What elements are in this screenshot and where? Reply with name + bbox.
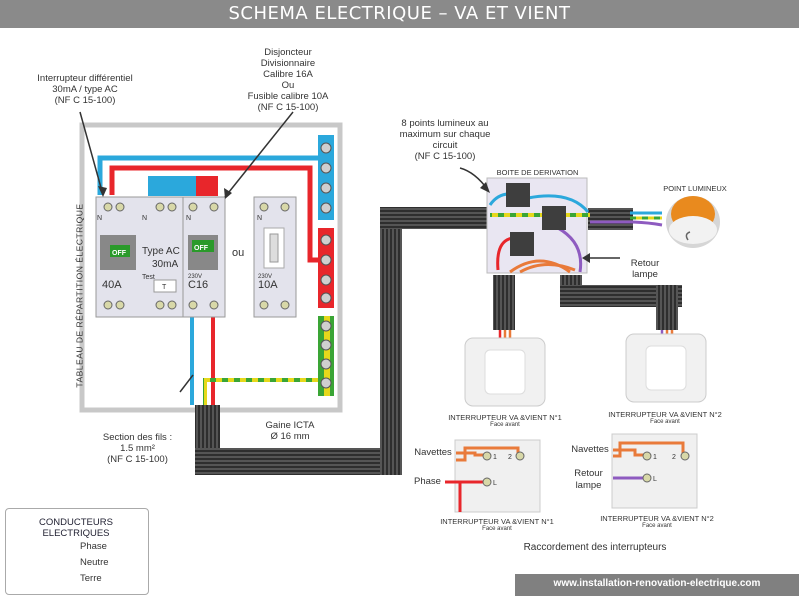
retour-label-2: lampe <box>632 269 658 280</box>
gaine-label-1: Gaine ICTA <box>265 420 315 431</box>
breaker-note-2: Divisionnaire <box>260 58 316 69</box>
wire-connector-1 <box>506 183 530 207</box>
w1-terminal-1: 1 <box>493 454 497 461</box>
rcd-type-label: Type AC <box>142 246 180 257</box>
fuse-n: N <box>257 215 263 222</box>
wiring-1-face: Face avant <box>482 526 512 532</box>
legend-box <box>5 508 149 595</box>
rcd-sensitivity: 30mA <box>152 259 179 270</box>
retour-wiring-1: Retour <box>574 468 603 479</box>
breaker-voltage: 230V <box>188 274 203 280</box>
switch-1-face: Face avant <box>490 422 520 428</box>
breaker-off: OFF <box>194 245 208 252</box>
w2-terminal-l: L <box>653 476 657 483</box>
rcd-note-1: Interrupteur différentiel <box>37 73 133 84</box>
neutral-terminal-strip <box>318 135 334 220</box>
junction-box <box>486 177 588 274</box>
fuse-voltage: 230V <box>258 274 273 280</box>
phase-terminal-strip <box>318 228 334 308</box>
breaker-note-3: Calibre 16A <box>263 69 313 80</box>
wire-connector-2 <box>542 206 566 230</box>
phase-wire-rcd <box>109 165 325 263</box>
rcd-t: T <box>162 284 167 291</box>
retour-label-1: Retour <box>630 258 660 269</box>
breaker-n: N <box>186 215 192 222</box>
footer-bar <box>515 574 799 596</box>
rcd-note-2: 30mA / type AC <box>52 84 118 95</box>
or-label: ou <box>232 247 245 259</box>
breaker-note-1: Disjoncteur <box>264 47 312 58</box>
switch-2-caption: INTERRUPTEUR VA &VIENT N°2 <box>608 410 722 419</box>
section-note-2: 1.5 mm² <box>120 443 155 454</box>
rcd-rating: 40A <box>102 279 122 291</box>
w2-terminal-1: 1 <box>653 454 657 461</box>
icta-conduit-horizontal <box>195 448 402 475</box>
icta-conduit-riser <box>380 207 402 475</box>
retour-wiring-2: lampe <box>575 480 602 491</box>
earth-terminal-strip <box>318 316 334 396</box>
switch-2-face: Face avant <box>650 419 680 425</box>
earth-wire-panel <box>203 378 325 405</box>
wiring-1-caption: INTERRUPTEUR VA &VIENT N°1 <box>440 517 554 526</box>
icta-conduit-to-box <box>380 207 487 229</box>
icta-conduit-to-light <box>588 208 633 230</box>
phase-label: Phase <box>414 476 441 487</box>
rcd-note-3: (NF C 15-100) <box>54 95 116 106</box>
w1-terminal-l: L <box>493 480 497 487</box>
icta-conduit-switch1 <box>493 275 515 330</box>
breaker-note-4: Ou <box>281 80 295 91</box>
title-bar <box>0 0 799 28</box>
icta-conduit-switch2-c <box>656 285 678 330</box>
section-note-1: Section des fils : <box>102 432 173 443</box>
switch-1-rear <box>454 439 541 513</box>
section-note-3: (NF C 15-100) <box>107 454 168 465</box>
panel-vertical-label: TABLEAU DE RÉPARTITION ÉLECTRIQUE <box>74 203 85 388</box>
breaker-note-6: (NF C 15-100) <box>257 102 319 113</box>
wiring-caption: Raccordement des interrupteurs <box>523 542 667 553</box>
icta-conduit-switch2-b <box>560 285 682 307</box>
rcd-n-right: N <box>142 215 148 222</box>
bus-comb-phase <box>196 176 218 196</box>
legend-phase-label: Phase <box>80 541 107 552</box>
legend-terre-label: Terre <box>80 573 102 584</box>
legend-neutre-label: Neutre <box>80 557 109 568</box>
rcd-test: Test <box>142 274 155 281</box>
switch-2-plate[interactable] <box>625 333 707 403</box>
legend-title: CONDUCTEURS ELECTRIQUES <box>39 517 113 539</box>
ceiling-light <box>666 196 720 248</box>
points-note-2: maximum sur chaque <box>399 129 491 140</box>
light-label: POINT LUMINEUX <box>663 184 727 193</box>
wiring-2-caption: INTERRUPTEUR VA &VIENT N°2 <box>600 514 714 523</box>
points-note-4: (NF C 15-100) <box>414 151 476 162</box>
navettes-label-1: Navettes <box>414 447 452 458</box>
points-note-1: 8 points lumineux au <box>401 118 489 129</box>
w1-terminal-2: 2 <box>508 454 512 461</box>
footer-url[interactable]: www.installation-renovation-electrique.c… <box>553 578 761 589</box>
breaker-note-5: Fusible calibre 10A <box>247 91 329 102</box>
navettes-label-2: Navettes <box>571 444 609 455</box>
page-title: SCHEMA ELECTRIQUE – VA ET VIENT <box>228 3 571 24</box>
junction-label: BOITE DE DERIVATION <box>496 168 579 177</box>
gaine-label-2: Ø 16 mm <box>270 431 310 442</box>
points-note-3: circuit <box>432 140 458 151</box>
fuse-rating: 10A <box>258 279 278 291</box>
rcd-off: OFF <box>112 250 126 257</box>
breaker-rating: C16 <box>188 279 209 291</box>
wiring-2-face: Face avant <box>642 523 672 529</box>
wire-connector-3 <box>510 232 534 256</box>
rcd-n-left: N <box>97 215 103 222</box>
switch-1-plate[interactable] <box>464 337 546 407</box>
switch-1-caption: INTERRUPTEUR VA &VIENT N°1 <box>448 413 562 422</box>
w2-terminal-2: 2 <box>672 454 676 461</box>
